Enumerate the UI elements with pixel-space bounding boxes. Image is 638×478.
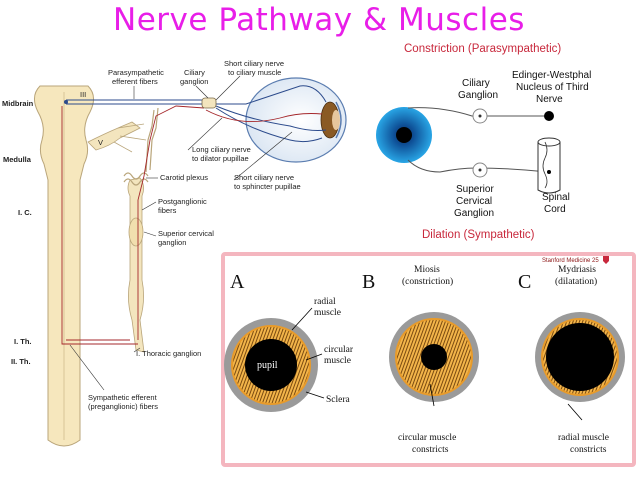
label-mydriasis-2: (dilatation) [555, 276, 597, 287]
label-ciliary-ganglion-1: Ciliary [184, 68, 205, 77]
label-sym-efferent-1: Sympathetic efferent [88, 393, 158, 402]
label-medulla: Medulla [3, 155, 32, 164]
label-ew-3: Nerve [536, 94, 563, 105]
label-miosis-1: Miosis [414, 265, 440, 275]
label-sup-2: Cervical [456, 196, 492, 207]
label-circular-2: muscle [324, 356, 351, 366]
carotid-plexus [123, 107, 159, 186]
ew-nucleus-node [544, 111, 554, 121]
label-ic: I. C. [18, 208, 32, 217]
label-sup-1: Superior [456, 184, 494, 195]
label-short-ciliary-1: Short ciliary nerve [224, 59, 284, 68]
label-para-efferent-2: efferent fibers [112, 77, 158, 86]
label-radial-constricts-1: radial muscle [558, 433, 609, 443]
label-para-efferent-1: Parasympathetic [108, 68, 164, 77]
shield-icon [603, 256, 609, 264]
page-title: Nerve Pathway & Muscles [113, 2, 525, 38]
label-mydriasis-1: Mydriasis [558, 265, 596, 275]
label-midbrain: Midbrain [2, 99, 34, 108]
sympathetic-trunk [127, 177, 145, 353]
reflex-nerve-lines [407, 107, 549, 173]
label-iith: II. Th. [11, 357, 31, 366]
label-ciliary-1: Ciliary [462, 78, 490, 89]
spinal-cord-icon [537, 137, 561, 194]
label-sup-3: Ganglion [454, 208, 494, 219]
label-radial-constricts-2: constricts [570, 445, 607, 455]
eye-b-miosis [389, 312, 479, 402]
ciliary-ganglion [201, 97, 217, 109]
label-ew-2: Nucleus of Third [516, 82, 589, 93]
label-circ-constricts-1: circular muscle [398, 433, 456, 443]
label-thoracic-ganglion: I. Thoracic ganglion [136, 349, 201, 358]
label-pupil: pupil [257, 360, 278, 371]
label-dilation: Dilation (Sympathetic) [422, 229, 535, 241]
label-circ-constricts-2: constricts [412, 445, 449, 455]
watermark: Stanford Medicine 25 [542, 258, 599, 264]
label-short-ciliary-2: to ciliary muscle [228, 68, 281, 77]
label-superior-cervical-2: ganglion [158, 238, 186, 247]
trigeminal-nerve [87, 121, 141, 151]
label-short-sphincter-2: to sphincter pupillae [234, 182, 301, 191]
eye-c-mydriasis [535, 312, 625, 402]
reflex-pathway-diagram: Constriction (Parasympathetic) Ciliary G… [376, 43, 591, 241]
label-spinal-2: Cord [544, 204, 566, 215]
label-miosis-2: (constriction) [402, 276, 453, 287]
label-superior-cervical-1: Superior cervical [158, 229, 214, 238]
label-b: B [362, 271, 375, 293]
label-postganglionic-1: Postganglionic [158, 197, 207, 206]
label-ciliary-ganglion-2: ganglion [180, 77, 208, 86]
label-long-ciliary-2: to dilator pupillae [192, 154, 249, 163]
sympathetic-fibers [61, 105, 323, 345]
superior-cervical-ganglion [128, 217, 144, 247]
label-circular-1: circular [324, 345, 354, 355]
label-iii: III [80, 90, 86, 99]
label-ciliary-2: Ganglion [458, 90, 498, 101]
label-ew-1: Edinger-Westphal [512, 70, 591, 81]
label-sym-efferent-2: (preganglionic) fibers [88, 402, 158, 411]
eyeball [245, 77, 347, 163]
label-short-sphincter-1: Short ciliary nerve [234, 173, 294, 182]
label-ith: I. Th. [14, 337, 32, 346]
label-radial-1: radial [314, 297, 336, 307]
label-spinal-1: Spinal [542, 192, 570, 203]
label-v: V [98, 138, 103, 147]
label-postganglionic-2: fibers [158, 206, 177, 215]
label-long-ciliary-1: Long ciliary nerve [192, 145, 251, 154]
label-sclera: Sclera [326, 395, 351, 405]
pupil-muscle-panel: Stanford Medicine 25 A B C Miosis (const… [221, 252, 636, 467]
label-c: C [518, 271, 531, 293]
label-radial-2: muscle [314, 308, 341, 318]
eye-a-normal [224, 318, 318, 412]
label-constriction: Constriction (Parasympathetic) [404, 43, 561, 55]
label-a: A [230, 271, 245, 293]
nerve-pathway-diagram: Midbrain Medulla I. C. I. Th. II. Th. II… [2, 59, 347, 447]
label-carotid-plexus: Carotid plexus [160, 173, 208, 182]
